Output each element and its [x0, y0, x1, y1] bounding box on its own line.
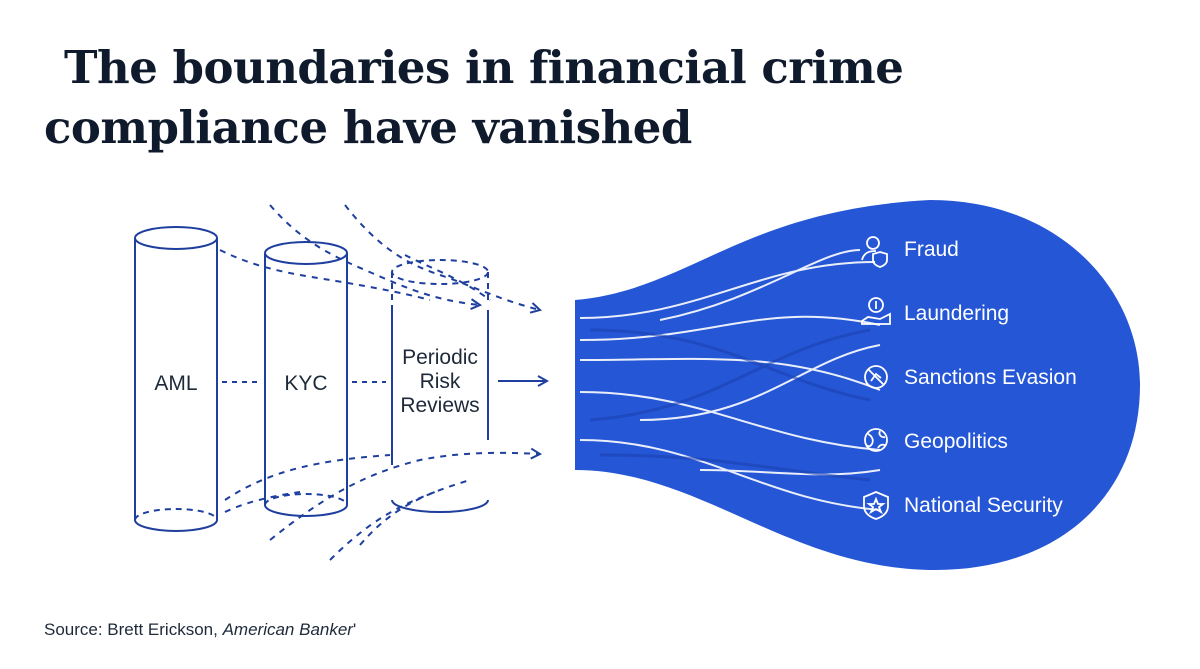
source-publication: American Banker [222, 620, 353, 639]
silo-label-kyc: KYC [284, 372, 327, 395]
silo-kyc [264, 241, 348, 517]
category-national-security: National Security [904, 494, 1063, 517]
person-shield-icon [861, 236, 888, 268]
silo-periodic-risk-reviews [391, 259, 489, 513]
source-suffix: ' [352, 620, 357, 639]
source-prefix: Source: Brett Erickson, [44, 620, 223, 639]
title-line-2: compliance have vanished [44, 101, 692, 154]
category-geopolitics: Geopolitics [904, 430, 1008, 453]
title-line-1: The boundaries in financial crime [64, 41, 904, 94]
shield-star-icon [863, 491, 889, 520]
category-sanctions-evasion: Sanctions Evasion [904, 366, 1077, 389]
silo-label-reviews: Reviews [400, 394, 479, 417]
silo-label-risk: Risk [420, 370, 461, 393]
page-title: The boundaries in financial crime compli… [44, 38, 904, 158]
silo-label-aml: AML [154, 372, 197, 395]
flow-lines [219, 204, 540, 561]
silo-label-periodic: Periodic [402, 346, 478, 369]
globe-icon [864, 428, 888, 452]
risk-blob [575, 200, 1140, 570]
category-fraud: Fraud [904, 238, 959, 261]
silo-aml [134, 226, 218, 532]
category-laundering: Laundering [904, 302, 1009, 325]
prohibited-icon [864, 365, 888, 389]
source-note: Source: Brett Erickson, American Banker' [44, 620, 356, 640]
hand-coin-icon [861, 297, 891, 325]
